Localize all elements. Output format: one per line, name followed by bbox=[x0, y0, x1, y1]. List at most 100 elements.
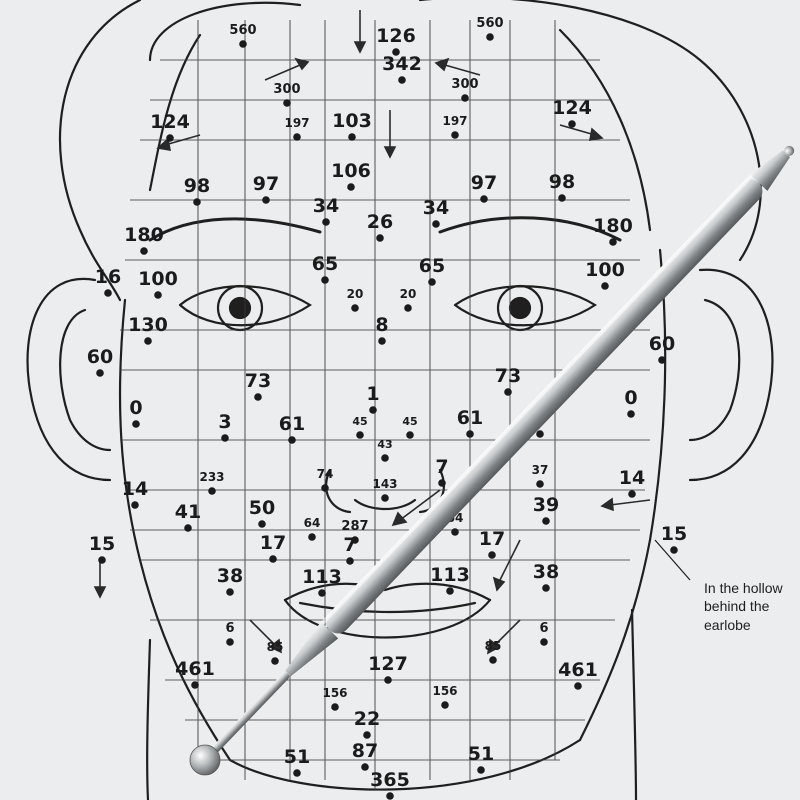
acupoint-label: 65 bbox=[419, 255, 445, 277]
acupoint-dot bbox=[574, 682, 582, 690]
acupoint-label: 113 bbox=[430, 564, 470, 586]
acupoint-label: 37 bbox=[532, 463, 549, 477]
acupoint-label: 97 bbox=[471, 172, 497, 194]
acupoint-label: 38 bbox=[217, 565, 243, 587]
acupoint-dot bbox=[451, 528, 459, 536]
acupoint-label: 0 bbox=[624, 387, 637, 409]
acupoint-label: 461 bbox=[558, 659, 598, 681]
acupoint-label: 50 bbox=[249, 497, 275, 519]
acupoint-dot bbox=[140, 247, 148, 255]
acupoint-dot bbox=[104, 289, 112, 297]
acupoint-label: 365 bbox=[370, 769, 410, 791]
neck-left bbox=[146, 638, 152, 800]
acupoint-dot bbox=[193, 198, 201, 206]
acupoint-dot bbox=[601, 282, 609, 290]
acupoint-dot bbox=[386, 792, 394, 800]
acupoint-label: 197 bbox=[284, 116, 309, 130]
acupoint-label: 98 bbox=[184, 175, 210, 197]
left-eye bbox=[178, 285, 313, 327]
acupoint-dot bbox=[208, 487, 216, 495]
acupoint-label: 1 bbox=[366, 383, 379, 405]
acupoint-dot bbox=[258, 520, 266, 528]
acupoint-label: 34 bbox=[313, 195, 339, 217]
probe-tip-taper bbox=[750, 150, 791, 191]
acupoint-label: 45 bbox=[352, 415, 367, 428]
acupoint-label: 43 bbox=[377, 438, 392, 451]
acupoint-dot bbox=[488, 551, 496, 559]
acupoint-label: 342 bbox=[382, 53, 422, 75]
acupoint-dot bbox=[504, 388, 512, 396]
acupoint-label: 130 bbox=[128, 314, 168, 336]
acupoint-dot bbox=[351, 536, 359, 544]
acupoint-label: 8 bbox=[375, 314, 388, 336]
acupoint-dot bbox=[480, 195, 488, 203]
acupoint-dot bbox=[271, 657, 279, 665]
acupoint-dot bbox=[461, 94, 469, 102]
acupoint-dot bbox=[322, 218, 330, 226]
acupoint-label: 87 bbox=[352, 740, 378, 762]
acupoint-label: 560 bbox=[476, 16, 503, 31]
acupoint-dot bbox=[96, 369, 104, 377]
acupoint-label: 51 bbox=[284, 746, 310, 768]
acupoint-dot bbox=[132, 420, 140, 428]
acupoint-label: 156 bbox=[432, 684, 457, 698]
right-ear-inner bbox=[688, 298, 741, 442]
acupoint-label: 20 bbox=[400, 287, 417, 301]
acupoint-label: 7 bbox=[343, 534, 356, 556]
acupoint-dot bbox=[321, 484, 329, 492]
acupoint-label: 6 bbox=[225, 621, 234, 636]
face-left-contour bbox=[118, 298, 232, 762]
acupoint-label: 60 bbox=[87, 346, 113, 368]
acupoint-dot bbox=[628, 490, 636, 498]
acupoint-label: 156 bbox=[322, 686, 347, 700]
acupoint-dot bbox=[288, 436, 296, 444]
acupoint-label: 39 bbox=[533, 494, 559, 516]
hair-left-outline bbox=[58, 0, 142, 302]
acupoint-label: 41 bbox=[175, 501, 201, 523]
acupoint-label: 17 bbox=[260, 532, 286, 554]
left-brow bbox=[148, 217, 322, 242]
acupoint-label: 73 bbox=[495, 365, 521, 387]
acupoint-dot bbox=[609, 238, 617, 246]
acupoint-label: 0 bbox=[129, 397, 142, 419]
acupoint-dot bbox=[318, 589, 326, 597]
acupoint-dot bbox=[489, 656, 497, 664]
acupoint-label: 20 bbox=[347, 287, 364, 301]
acupoint-dot bbox=[356, 431, 364, 439]
acupoint-dot bbox=[378, 337, 386, 345]
acupoint-label: 127 bbox=[368, 653, 408, 675]
probe-ball-tip bbox=[189, 744, 221, 776]
acupoint-label: 60 bbox=[649, 333, 675, 355]
acupoint-dot bbox=[568, 120, 576, 128]
acupoint-label: 45 bbox=[402, 415, 417, 428]
acupoint-dot bbox=[221, 434, 229, 442]
acupoint-label: 22 bbox=[354, 708, 380, 730]
chin-contour bbox=[228, 738, 582, 791]
acupoint-dot bbox=[446, 587, 454, 595]
acupoint-dot bbox=[406, 431, 414, 439]
acupoint-dot bbox=[321, 276, 329, 284]
acupoint-label: 14 bbox=[619, 467, 645, 489]
hair-strand bbox=[148, 33, 202, 192]
probe-small-tip bbox=[784, 145, 795, 156]
acupoint-label: 17 bbox=[479, 528, 505, 550]
upper-lip bbox=[283, 582, 492, 602]
acupoint-dot bbox=[540, 638, 548, 646]
hair-strand-2 bbox=[558, 28, 652, 232]
acupoint-dot bbox=[441, 701, 449, 709]
metal-massage-probe bbox=[189, 145, 795, 776]
neck-right bbox=[630, 608, 638, 800]
acupoint-label: 143 bbox=[372, 477, 397, 491]
acupoint-dot bbox=[293, 769, 301, 777]
acupoint-label: 26 bbox=[367, 211, 393, 233]
face-drawing bbox=[26, 0, 774, 800]
acupoint-label: 180 bbox=[124, 224, 164, 246]
acupoint-dot bbox=[542, 517, 550, 525]
annotation-leader-line bbox=[654, 539, 691, 581]
acupoint-dot bbox=[428, 278, 436, 286]
acupoint-label: 124 bbox=[552, 97, 592, 119]
acupoint-label: 106 bbox=[331, 160, 371, 182]
